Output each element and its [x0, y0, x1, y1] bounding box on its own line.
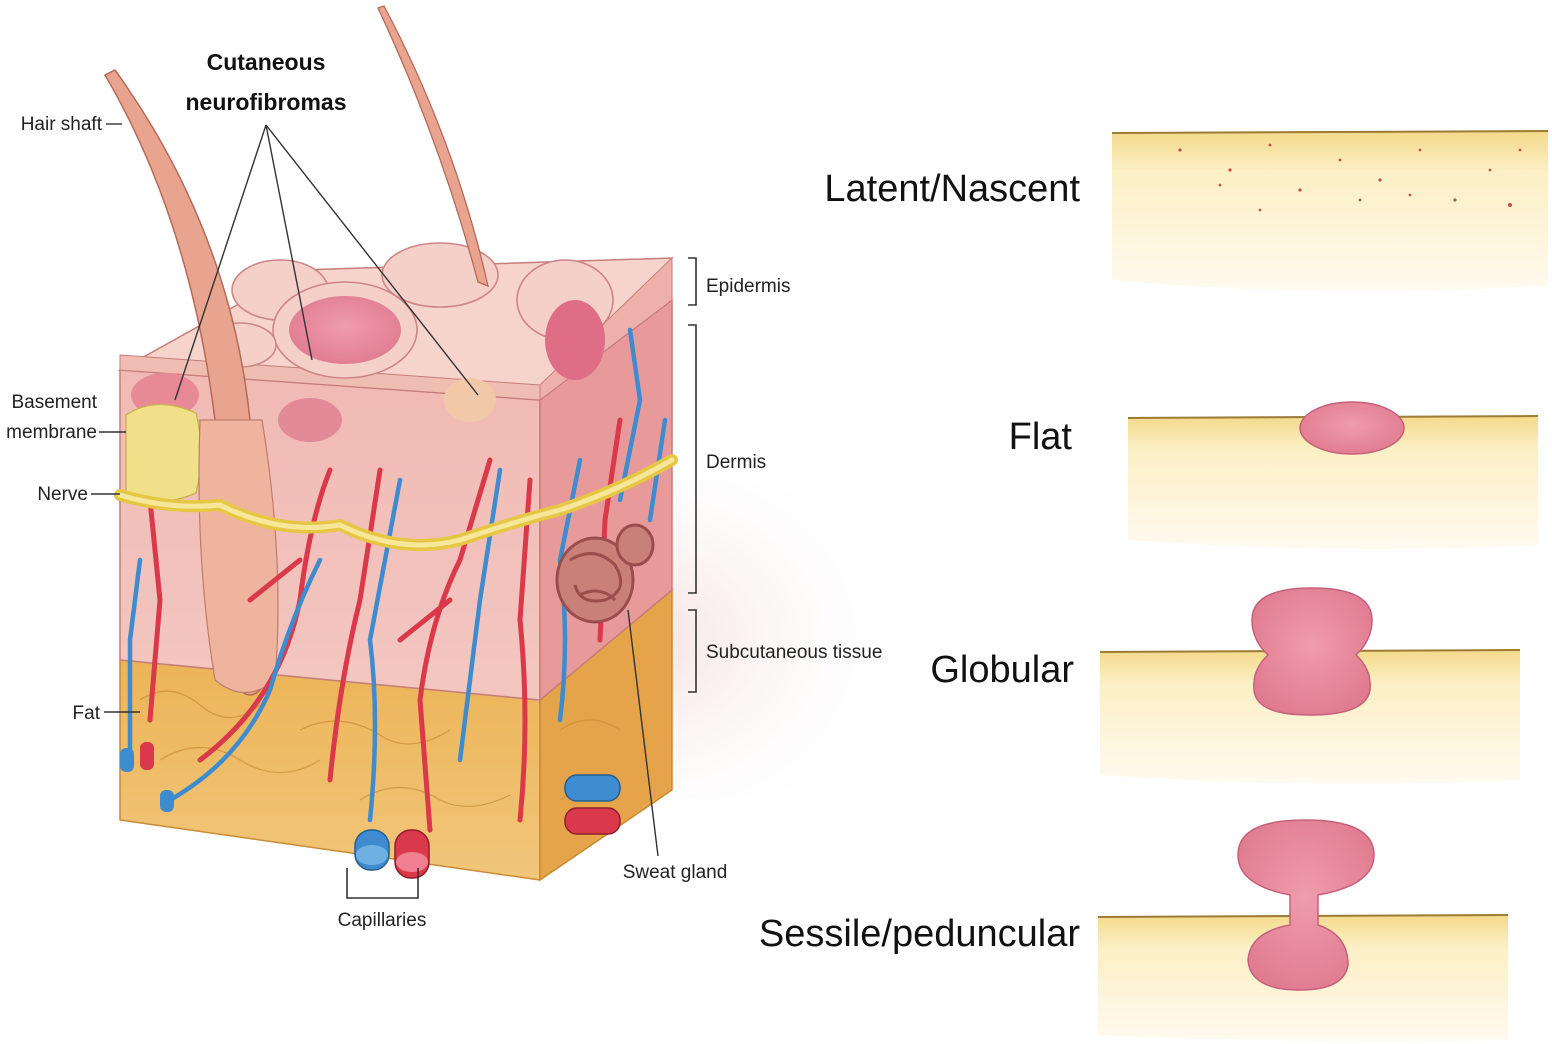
label-capillaries: Capillaries [338, 910, 427, 931]
basement-membrane-patch [126, 404, 201, 502]
stage-sessile-panel [1098, 820, 1508, 1041]
diagram-title-line1: Cutaneous [207, 49, 326, 75]
diagram-title-line2: neurofibromas [185, 89, 346, 115]
label-nerve: Nerve [37, 484, 88, 505]
stage-latent-panel [1112, 131, 1548, 291]
label-fat: Fat [73, 703, 101, 724]
globular-lesion [1252, 588, 1372, 715]
stage-label-globular: Globular [930, 649, 1074, 691]
label-hair-shaft: Hair shaft [21, 114, 103, 135]
stage-label-sessile: Sessile/peduncular [759, 913, 1080, 955]
label-basement-line2: membrane [6, 422, 97, 443]
stage-label-latent: Latent/Nascent [824, 168, 1080, 210]
stage-label-flat: Flat [1009, 416, 1073, 458]
skin-block-illustration [105, 6, 920, 880]
label-basement-line1: Basement [11, 392, 97, 413]
label-subcutaneous: Subcutaneous tissue [706, 642, 882, 663]
stage-globular-panel [1100, 588, 1520, 784]
flat-lesion [1300, 402, 1404, 454]
stage-flat-panel [1128, 402, 1538, 549]
label-dermis: Dermis [706, 452, 766, 473]
label-epidermis: Epidermis [706, 276, 790, 297]
label-sweat-gland: Sweat gland [623, 862, 728, 883]
